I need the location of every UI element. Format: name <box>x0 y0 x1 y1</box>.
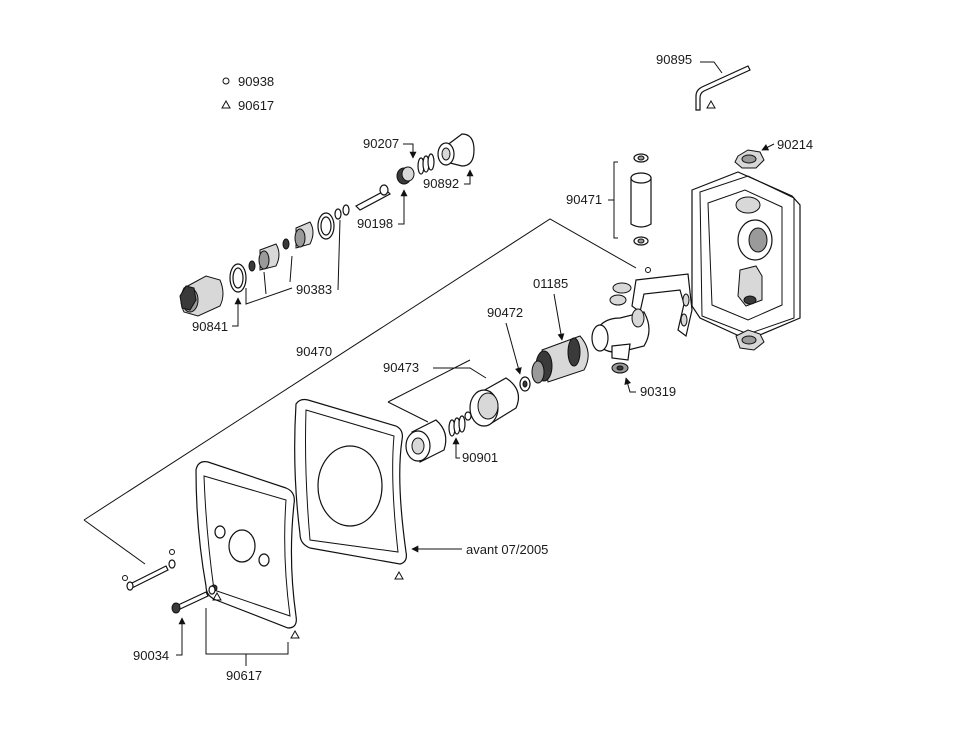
part-90214-box: 90214 <box>691 137 813 351</box>
label-90473: 90473 <box>383 360 419 375</box>
label-90470: 90470 <box>296 344 332 359</box>
part-group-90383: 90383 90841 <box>179 212 341 334</box>
part-90895-hex-key: 90895 <box>656 52 751 111</box>
triangle-marker-icon <box>706 99 716 109</box>
label-90207: 90207 <box>363 136 399 151</box>
label-90319: 90319 <box>640 384 676 399</box>
label-90895: 90895 <box>656 52 692 67</box>
label-01185: 01185 <box>533 276 568 291</box>
part-new-cover-plate <box>195 461 300 639</box>
triangle-marker-icon <box>221 99 231 109</box>
label-90617-bottom: 90617 <box>226 668 262 683</box>
label-90198: 90198 <box>357 216 393 231</box>
leader-90470: 90470 <box>83 218 651 565</box>
triangle-marker-icon <box>212 591 222 601</box>
part-90471-spacer: 90471 <box>566 153 652 246</box>
label-90901: 90901 <box>462 450 498 465</box>
legend-circle-label: 90938 <box>238 74 274 89</box>
circle-marker-icon <box>645 267 651 273</box>
triangle-marker-icon <box>394 570 404 580</box>
label-90034: 90034 <box>133 648 169 663</box>
triangle-marker-icon <box>290 629 300 639</box>
spring-icon <box>448 415 466 437</box>
circle-marker-icon <box>122 575 128 581</box>
label-90892: 90892 <box>423 176 459 191</box>
part-group-90207: 90207 90892 90198 <box>334 133 475 231</box>
label-90471: 90471 <box>566 192 602 207</box>
part-group-01185: 01185 90319 90472 90473 <box>383 276 676 465</box>
label-90841: 90841 <box>192 319 228 334</box>
label-90383: 90383 <box>296 282 332 297</box>
label-90214: 90214 <box>777 137 813 152</box>
legend: 90938 90617 <box>221 74 274 113</box>
part-90034-screws: 90034 90617 <box>122 549 289 683</box>
part-old-cover-plate: avant 07/2005 <box>294 398 548 580</box>
legend-triangle-label: 90617 <box>238 98 274 113</box>
label-avant: avant 07/2005 <box>466 542 548 557</box>
circle-marker-icon <box>169 549 175 555</box>
label-90472: 90472 <box>487 305 523 320</box>
spring-icon <box>417 153 435 175</box>
circle-marker-icon <box>222 77 230 85</box>
